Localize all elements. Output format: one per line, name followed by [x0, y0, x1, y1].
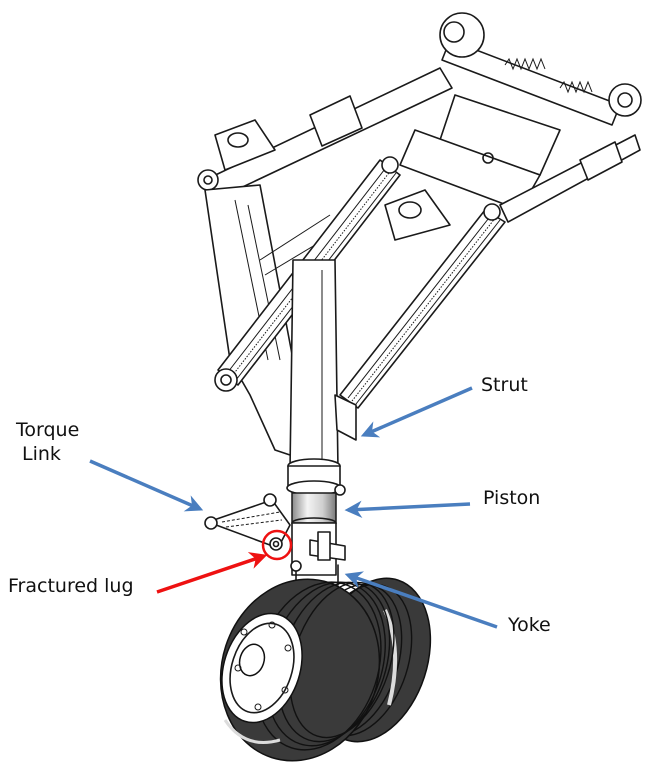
yoke-label: Yoke [508, 614, 551, 636]
callout-arrows [89, 386, 498, 629]
fractured-lug [269, 537, 283, 551]
torque-link [204, 493, 291, 551]
torque-link-label: Torque Link [16, 418, 106, 466]
torque-link-callout-arrow [89, 459, 204, 512]
upper-left-fitting [439, 12, 485, 58]
torque-link-label-line2: Link [22, 443, 61, 465]
fractured-lug-label: Fractured lug [8, 575, 134, 597]
trunnion-frame [197, 12, 642, 241]
piston-label: Piston [483, 487, 541, 509]
yoke [290, 531, 346, 586]
piston-callout-arrow [344, 500, 471, 519]
wheel-assembly [219, 577, 432, 762]
yoke-callout-arrow [344, 571, 498, 629]
fracture-highlight-circle [261, 529, 293, 561]
strut-callout-arrow [360, 386, 473, 438]
fractured-lug-callout-arrow [156, 552, 268, 594]
torque-link-label-line1: Torque [16, 419, 80, 441]
spring-coils [504, 57, 593, 94]
upper-right-fitting [608, 83, 642, 117]
strut [286, 259, 357, 496]
front-wheel [219, 578, 395, 762]
strut-label: Strut [481, 374, 528, 396]
